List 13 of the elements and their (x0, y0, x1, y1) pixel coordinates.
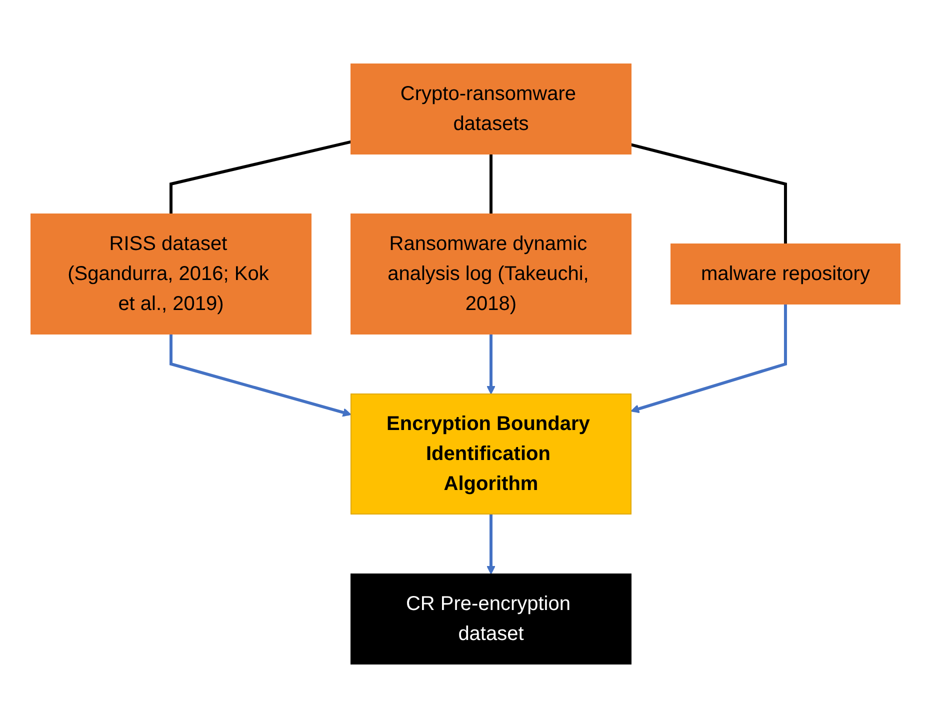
arrow (486, 334, 495, 394)
node-box: Ransomware dynamic analysis log (Takeuchi, 2018) (350, 214, 632, 334)
connector (630, 143, 786, 244)
node-box: CR Pre-encryption dataset (350, 574, 632, 664)
connector (489, 154, 492, 214)
node-box: RISS dataset (Sgandurra, 2016; Kok et al., 2019) (30, 214, 312, 334)
arrow (630, 304, 786, 414)
connector (169, 140, 351, 214)
node-box: malware repository (670, 244, 900, 304)
arrow (169, 334, 351, 417)
arrow (486, 514, 495, 574)
node-box: Encryption Boundary Identification Algorithm (350, 394, 632, 514)
node-box: Crypto-ransomware datasets (350, 64, 632, 154)
